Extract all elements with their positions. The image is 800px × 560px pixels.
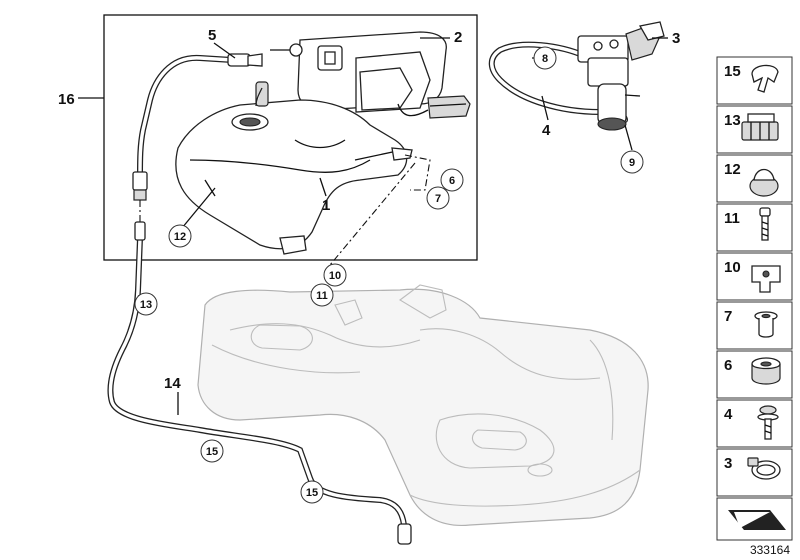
svg-text:6: 6 (449, 175, 455, 187)
circled-callout-11: 11 (310, 283, 334, 307)
fuel-vent-hose[interactable] (107, 221, 412, 545)
hose-clamp-icon (747, 457, 781, 480)
cable-holder-icon (741, 113, 779, 141)
fuel-tank-ghost (197, 284, 649, 527)
svg-text:9: 9 (629, 157, 635, 169)
circled-callout-15-lower: 15 (300, 480, 324, 504)
spring-nut-icon (751, 265, 781, 293)
callout-14: 14 (164, 375, 181, 392)
svg-text:12: 12 (724, 161, 741, 178)
svg-text:15: 15 (206, 446, 218, 458)
grommet-icon (749, 168, 779, 197)
washer-screw-icon (757, 405, 779, 440)
circled-callout-13: 13 (134, 292, 158, 316)
legend-item-7[interactable]: 7 (716, 301, 793, 350)
circled-callout-8: 8 (533, 46, 557, 70)
legend-item-4[interactable]: 4 (716, 399, 793, 448)
svg-text:15: 15 (724, 63, 741, 80)
callout-16: 16 (58, 91, 75, 108)
spacer-sleeve-icon (754, 311, 778, 338)
diagnosis-pump-assembly[interactable] (488, 21, 665, 131)
svg-text:13: 13 (724, 112, 741, 129)
parts-legend: 15 13 12 (716, 56, 793, 541)
vent-line[interactable] (132, 53, 263, 201)
svg-text:10: 10 (329, 270, 341, 282)
callout-4: 4 (542, 122, 551, 139)
legend-item-12[interactable]: 12 (716, 154, 793, 203)
legend-item-11[interactable]: 11 (716, 203, 793, 252)
svg-text:3: 3 (724, 455, 732, 472)
svg-text:7: 7 (435, 193, 441, 205)
svg-text:4: 4 (724, 406, 733, 423)
legend-item-arrow (716, 497, 793, 541)
circled-callout-15-upper: 15 (200, 439, 224, 463)
svg-text:15: 15 (306, 487, 318, 499)
legend-item-10[interactable]: 10 (716, 252, 793, 301)
clip-icon (751, 64, 779, 93)
callout-2: 2 (454, 29, 462, 46)
svg-text:6: 6 (724, 357, 732, 374)
circled-callout-7: 7 (426, 186, 450, 210)
circled-callout-6: 6 (440, 168, 464, 192)
assembly-frame (103, 14, 478, 261)
legend-item-15[interactable]: 15 (716, 56, 793, 105)
circled-callout-10: 10 (323, 263, 347, 287)
callout-3: 3 (672, 30, 680, 47)
svg-text:11: 11 (724, 210, 740, 227)
circled-callout-9: 9 (620, 150, 644, 174)
legend-item-6[interactable]: 6 (716, 350, 793, 399)
arrow-pointer-icon (728, 510, 786, 530)
circled-callout-12: 12 (168, 224, 192, 248)
svg-text:7: 7 (724, 308, 732, 325)
screw-icon (759, 207, 771, 241)
callout-1: 1 (322, 197, 330, 214)
svg-text:13: 13 (140, 299, 152, 311)
carbon-canister[interactable] (270, 31, 471, 119)
callout-5: 5 (208, 27, 216, 44)
legend-item-13[interactable]: 13 (716, 105, 793, 154)
legend-item-3[interactable]: 3 (716, 448, 793, 497)
diagram-number: 333164 (750, 543, 790, 557)
svg-text:10: 10 (724, 259, 741, 276)
svg-text:8: 8 (542, 53, 548, 65)
rubber-mount-icon (751, 357, 781, 385)
expansion-tank[interactable] (175, 81, 413, 255)
svg-text:11: 11 (316, 290, 328, 302)
svg-text:12: 12 (174, 231, 186, 243)
